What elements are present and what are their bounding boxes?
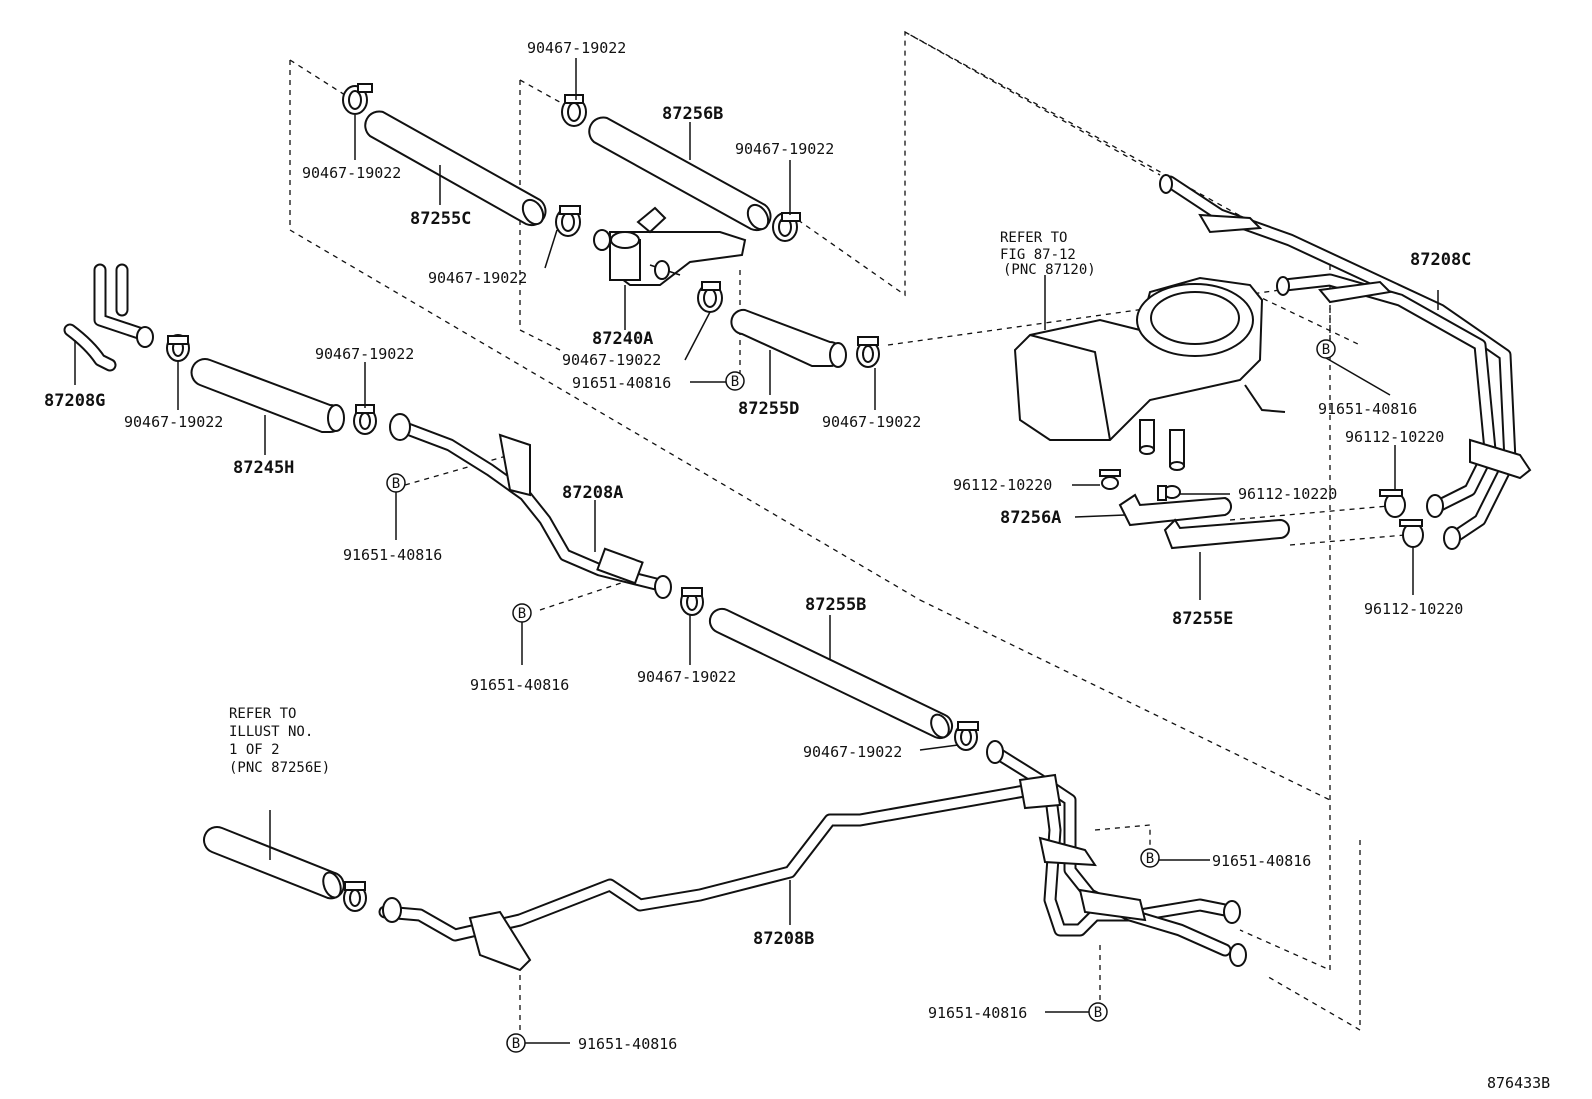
hose-clip-icon	[1379, 489, 1406, 518]
label-87255B: 87255B	[805, 595, 866, 615]
label-clamp: 90467-19022	[562, 351, 661, 369]
label-clamp: 90467-19022	[637, 668, 736, 686]
label-bolt: 91651-40816	[1318, 400, 1417, 418]
label-87240A: 87240A	[592, 329, 653, 349]
label-87208B: 87208B	[753, 929, 814, 949]
pipe-87208C	[1159, 174, 1532, 550]
svg-text:B: B	[1094, 1005, 1102, 1021]
label-87256A: 87256A	[1000, 508, 1061, 528]
label-87208C: 87208C	[1410, 250, 1471, 270]
svg-text:B: B	[1146, 851, 1154, 867]
hose-clamp-icon	[954, 721, 979, 751]
label-87256B: 87256B	[662, 104, 723, 124]
label-clamp: 90467-19022	[803, 743, 902, 761]
bolt-marker-icon: B	[1316, 339, 1336, 359]
hose-clamp-icon	[856, 336, 880, 368]
pipe-87208G	[63, 263, 154, 372]
hose-87255D	[730, 308, 847, 368]
label-87245H: 87245H	[233, 458, 294, 478]
hose-clamp-icon	[342, 83, 373, 115]
leader-lines	[74, 58, 1439, 1044]
hose-87245H	[190, 358, 345, 433]
bolt-marker-icon: B	[512, 603, 532, 623]
label-clamp: 90467-19022	[735, 140, 834, 158]
label-bolt: 91651-40816	[578, 1035, 677, 1053]
label-bolt: 91651-40816	[928, 1004, 1027, 1022]
hose-87255C	[364, 110, 547, 227]
label-clip: 96112-10220	[953, 476, 1052, 494]
label-clamp: 90467-19022	[124, 413, 223, 431]
svg-text:B: B	[518, 606, 526, 622]
label-clamp: 90467-19022	[428, 269, 527, 287]
hose-clamp-icon	[353, 404, 377, 435]
part-labels: 90467-19022 87256B 90467-19022 90467-190…	[44, 39, 1471, 1053]
pipe-87208A	[389, 413, 672, 599]
label-87208G: 87208G	[44, 391, 105, 411]
svg-text:B: B	[1322, 342, 1330, 358]
hose-clamp-icon	[166, 334, 190, 362]
svg-text:B: B	[392, 476, 400, 492]
hose-clip-icon	[1157, 485, 1181, 501]
figure-number: 876433B	[1487, 1074, 1550, 1092]
label-clip: 96112-10220	[1345, 428, 1444, 446]
svg-text:ILLUST NO.: ILLUST NO.	[229, 724, 313, 740]
label-clamp: 90467-19022	[822, 413, 921, 431]
hose-clip-icon	[1399, 519, 1424, 548]
hose-clamp-icon	[697, 281, 723, 313]
label-clip: 96112-10220	[1238, 485, 1337, 503]
svg-text:(PNC 87120): (PNC 87120)	[1003, 262, 1096, 278]
svg-text:(PNC 87256E): (PNC 87256E)	[229, 760, 330, 776]
bolt-marker-icon: B	[725, 371, 745, 391]
label-clamp: 90467-19022	[302, 164, 401, 182]
svg-text:B: B	[731, 374, 739, 390]
label-bolt: 91651-40816	[343, 546, 442, 564]
bolt-marker-icon: B	[1140, 848, 1160, 868]
heater-unit	[1013, 276, 1286, 471]
label-bolt: 91651-40816	[470, 676, 569, 694]
refer-note-heater: REFER TO FIG 87-12 (PNC 87120)	[1000, 230, 1096, 278]
dashed-guide-lines	[289, 30, 1406, 1032]
svg-text:B: B	[512, 1036, 520, 1052]
label-clamp: 90467-19022	[315, 345, 414, 363]
hose-clamp-icon	[343, 881, 367, 912]
label-87255C: 87255C	[410, 209, 471, 229]
label-87208A: 87208A	[562, 483, 623, 503]
hose-clamp-icon	[772, 212, 801, 242]
label-clamp: 90467-19022	[527, 39, 626, 57]
hose-clamp-icon	[680, 587, 704, 616]
svg-text:FIG 87-12: FIG 87-12	[1000, 247, 1076, 263]
hose-87256B	[588, 116, 772, 232]
svg-text:REFER TO: REFER TO	[1000, 230, 1067, 246]
label-bolt: 91651-40816	[1212, 852, 1311, 870]
water-valve-87240A	[593, 206, 747, 286]
svg-text:REFER TO: REFER TO	[229, 706, 296, 722]
hose-87256E-ref	[203, 826, 345, 900]
label-bolt: 91651-40816	[572, 374, 671, 392]
hose-clamp-icon	[555, 205, 581, 237]
svg-text:1 OF 2: 1 OF 2	[229, 742, 280, 758]
pipe-87208B	[378, 740, 1247, 972]
hose-87256A	[1118, 493, 1290, 550]
label-clip: 96112-10220	[1364, 600, 1463, 618]
label-87255E: 87255E	[1172, 609, 1233, 629]
label-87255D: 87255D	[738, 399, 799, 419]
refer-note-illust: REFER TO ILLUST NO. 1 OF 2 (PNC 87256E)	[229, 706, 330, 776]
hose-clip-icon	[1099, 469, 1121, 490]
hose-87255B	[708, 607, 954, 740]
bolt-marker-icon: B	[386, 473, 406, 493]
hose-clamp-icon	[561, 94, 587, 127]
bolt-marker-icon: B	[1088, 1002, 1108, 1022]
bolt-marker-icon: B	[506, 1033, 526, 1053]
